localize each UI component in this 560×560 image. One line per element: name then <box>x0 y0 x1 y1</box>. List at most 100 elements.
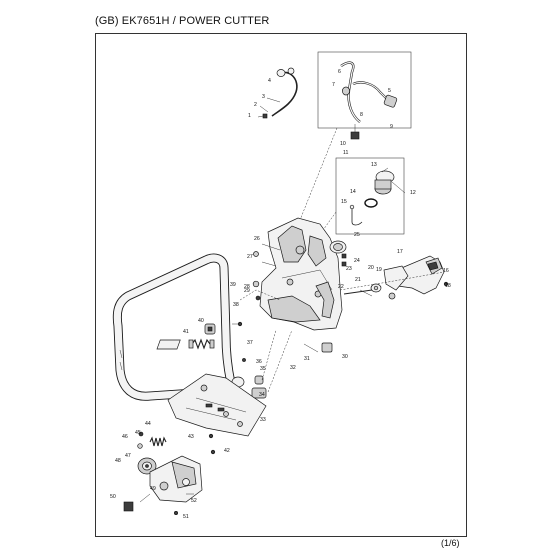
fuel-hose-part <box>340 61 361 123</box>
leader-line <box>359 289 373 297</box>
throttle-lever-part <box>383 265 409 300</box>
flywheel-part <box>137 457 157 475</box>
fuel-cap-part <box>374 170 395 195</box>
bracket-part <box>123 501 134 512</box>
part-number-label: 9 <box>390 124 393 130</box>
damper-part <box>251 387 267 399</box>
part-number-label: 19 <box>376 267 382 273</box>
leader-dashed <box>299 127 338 221</box>
fuel-filter-part <box>383 94 398 108</box>
part-number-labels: 1234567891011121314151617181920212223242… <box>110 69 451 520</box>
part-number-label: 31 <box>304 356 310 362</box>
part-number-label: 41 <box>183 329 189 335</box>
leader-line <box>261 261 277 267</box>
leader-line <box>257 115 264 118</box>
part-number-label: 28 <box>244 284 250 290</box>
screw-part <box>255 295 261 301</box>
leader-line <box>303 343 319 353</box>
crankcase-part <box>149 455 203 503</box>
leader-dashed <box>261 329 277 381</box>
part-number-label: 18 <box>445 283 451 289</box>
rear-handle-part <box>391 255 445 295</box>
leader-line <box>259 105 269 113</box>
cushion-part <box>254 375 264 385</box>
screw-part <box>174 510 179 515</box>
leader-line <box>391 181 406 194</box>
part-number-label: 10 <box>340 141 346 147</box>
part-number-label: 39 <box>230 282 236 288</box>
part-number-label: 43 <box>188 434 194 440</box>
throttle-trigger-part <box>315 281 335 319</box>
o-ring-part <box>364 198 378 208</box>
leader-line <box>261 243 281 251</box>
part-number-label: 32 <box>290 365 296 371</box>
part-number-label: 33 <box>260 417 266 423</box>
leader-line <box>381 167 389 173</box>
part-number-label: 4 <box>268 78 271 84</box>
part-number-label: 15 <box>341 199 347 205</box>
part-number-label: 11 <box>343 150 348 156</box>
nut-part <box>341 253 347 259</box>
part-number-label: 42 <box>224 448 230 454</box>
bottom-plate-part <box>167 373 267 437</box>
throttle-cable-part <box>271 67 298 117</box>
fuel-line-subassembly-box <box>317 51 412 129</box>
part-number-label: 46 <box>122 434 128 440</box>
cushion-part <box>321 342 333 353</box>
pin-part <box>253 251 259 257</box>
cap-strap-part <box>349 204 363 226</box>
screw-part <box>210 449 216 455</box>
part-number-label: 12 <box>410 190 416 196</box>
diagram-frame <box>95 33 467 537</box>
part-number-label: 45 <box>135 430 141 436</box>
part-number-label: 47 <box>125 453 131 459</box>
part-number-label: 40 <box>198 318 204 324</box>
part-number-label: 5 <box>388 88 391 94</box>
part-number-label: 13 <box>371 162 377 168</box>
filter-elbow-part <box>352 81 389 101</box>
plate-part <box>156 339 181 350</box>
part-number-label: 3 <box>262 94 265 100</box>
part-number-label: 36 <box>256 359 262 365</box>
part-number-label: 49 <box>150 486 156 492</box>
cap-subassembly-box <box>335 157 405 235</box>
part-number-label: 44 <box>145 421 151 427</box>
washer-part <box>252 280 260 288</box>
part-number-label: 6 <box>338 69 341 75</box>
part-number-label: 17 <box>397 249 403 255</box>
spring-seat-part <box>329 240 347 254</box>
leader-dashed <box>239 289 281 301</box>
part-number-label: 21 <box>355 277 361 283</box>
part-number-label: 30 <box>342 354 348 360</box>
screw-part <box>443 281 449 287</box>
main-housing-part <box>259 217 343 331</box>
leader-dashed <box>267 329 293 393</box>
screw-part <box>242 358 246 362</box>
vibration-mount-part <box>204 323 216 335</box>
part-number-label: 37 <box>247 340 253 346</box>
part-number-label: 29 <box>244 288 250 294</box>
part-number-label: 25 <box>354 232 360 238</box>
nut-part <box>341 261 347 267</box>
part-number-label: 35 <box>260 366 266 372</box>
grommet-part <box>342 86 350 96</box>
part-number-label: 2 <box>254 102 257 108</box>
part-number-label: 48 <box>115 458 121 464</box>
page-title: (GB) EK7651H / POWER CUTTER <box>95 15 270 27</box>
part-number-label: 52 <box>191 498 197 504</box>
screw-part <box>208 433 214 439</box>
part-number-label: 50 <box>110 494 116 500</box>
page-indicator: (1/6) <box>441 538 460 548</box>
part-number-label: 7 <box>332 82 335 88</box>
part-number-label: 34 <box>259 392 265 398</box>
part-number-label: 23 <box>346 266 352 272</box>
part-number-label: 22 <box>338 284 344 290</box>
clamp-part <box>350 131 360 140</box>
lever-shaft-part <box>343 283 382 295</box>
part-number-label: 27 <box>247 254 253 260</box>
anti-vibration-spring-part <box>188 338 215 350</box>
part-number-label: 38 <box>233 302 239 308</box>
front-handle-bar-part <box>112 253 238 401</box>
